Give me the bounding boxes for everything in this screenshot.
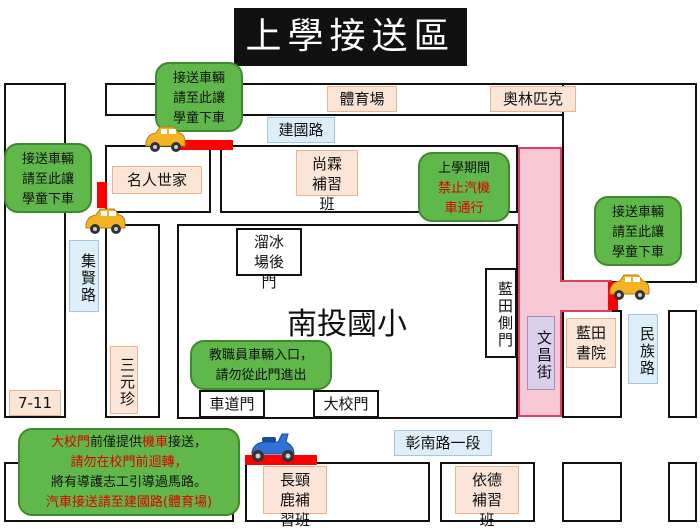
school-name: 南投國小: [287, 307, 407, 342]
bubble-no-car: 上學期間 禁止汽機 車通行: [418, 152, 510, 222]
place-yide: 依德補習班: [455, 466, 519, 529]
place-mingren: 名人世家: [112, 166, 202, 194]
place-sanyuan: 三元珍: [110, 346, 138, 414]
bubble-dropoff-right: 接送車輛請至此讓學童下車: [594, 196, 682, 266]
block-bottom-right1: [562, 462, 622, 522]
gate-side: 藍田側門: [485, 268, 517, 358]
scooter-icon: [251, 433, 295, 462]
bubble-staff-entrance: 教職員車輛入口，請勿從此門進出: [190, 340, 332, 390]
block-far-right: [668, 310, 697, 418]
place-olympic: 奧林匹克: [490, 86, 576, 112]
place-changjinglu: 長頸鹿補習班: [263, 466, 327, 529]
road-jixian: 集賢路: [69, 240, 99, 312]
page-title: 上學接送區: [234, 8, 467, 66]
bubble-main-gate: 大校門前僅提供機車接送， 請勿在校門前迴轉， 將有導護志工引導過馬路。 汽車接送…: [18, 428, 240, 516]
car-icon: [145, 126, 186, 152]
road-jianguo: 建國路: [267, 117, 335, 143]
dropoff-mark-right: [608, 282, 618, 310]
gate-ice-rink: 溜冰場後門: [236, 228, 302, 291]
gate-driveway: 車道門: [199, 390, 265, 418]
place-shanglin: 尚霖補習班: [296, 150, 358, 213]
road-wenchang: 文昌街: [527, 316, 555, 390]
place-lantian-academy: 藍田書院: [566, 318, 616, 368]
dropoff-mark-left: [97, 182, 107, 208]
place-gym: 體育場: [327, 86, 397, 112]
road-zhangnan: 彰南路一段: [394, 430, 492, 456]
bubble-dropoff-top: 接送車輛請至此讓學童下車: [155, 62, 243, 132]
bubble-dropoff-left: 接送車輛請至此讓學童下車: [4, 143, 92, 213]
gate-main: 大校門: [313, 390, 379, 418]
car-icon: [85, 208, 126, 234]
place-seven-eleven: 7-11: [9, 390, 61, 416]
car-icon: [609, 274, 650, 300]
block-bottom-right2: [668, 462, 697, 522]
block-far-left: [4, 83, 66, 418]
road-minzu: 民族路: [628, 314, 658, 384]
dropoff-mark-top: [175, 140, 233, 150]
dropoff-mark-bottom: [245, 455, 317, 465]
no-car-zone-branch: [560, 280, 612, 312]
